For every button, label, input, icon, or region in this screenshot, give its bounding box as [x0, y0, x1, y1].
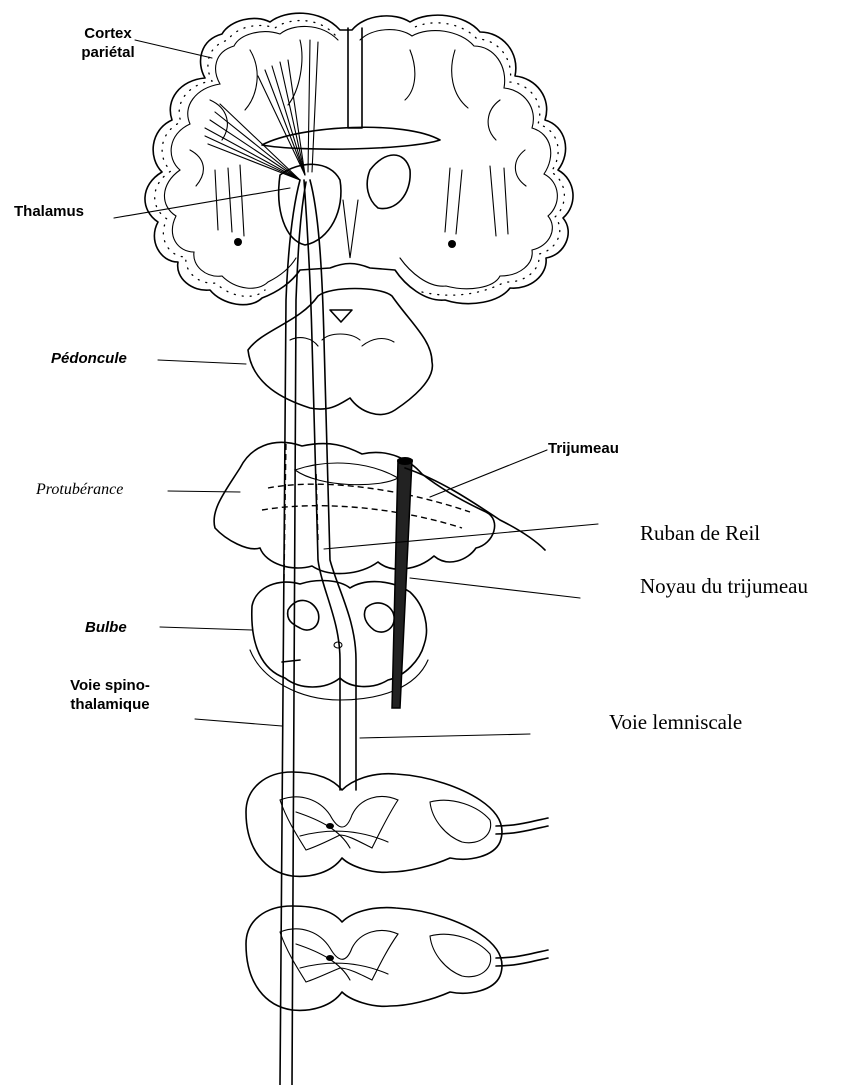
pointer-noyau-trijumeau [410, 578, 580, 598]
trigeminal-nucleus [392, 457, 545, 708]
thalamus-body [279, 164, 341, 245]
thalamocortical-fibres [205, 40, 318, 180]
spinal-lower-ganglion [430, 934, 491, 977]
cerebral-aqueduct [330, 310, 352, 322]
pointer-cortex [135, 40, 212, 58]
cerebral-peduncle-section [248, 289, 432, 415]
pointer-voie-lemniscale [360, 734, 530, 738]
label-noyau-trijumeau: Noyau du trijumeau [640, 574, 808, 598]
spinal-upper-ganglion [430, 800, 491, 843]
label-cortex-line1: Cortex [84, 25, 132, 42]
corpus-callosum [262, 127, 440, 149]
pointer-pedoncule [158, 360, 246, 364]
pons-section [214, 442, 495, 573]
spinal-lower-outline [246, 906, 502, 1010]
label-ruban-de-reil: Ruban de Reil [640, 521, 760, 545]
central-canal [334, 642, 342, 648]
olive-right [364, 603, 394, 632]
spinal-lower-grey [280, 929, 398, 982]
label-voie-spino-line2: thalamique [70, 696, 149, 713]
cortex-inner-line [164, 26, 557, 288]
peduncle-inner [290, 334, 394, 346]
spinal-upper-grey [280, 796, 398, 850]
trigeminal-nucleus-bar [392, 460, 412, 708]
longitudinal-fissure [348, 28, 362, 128]
spinal-upper-root [496, 818, 548, 834]
trigeminal-nucleus-top [397, 457, 413, 465]
pointer-voie-spino [195, 719, 282, 726]
spinal-upper-outline [246, 772, 502, 876]
pyramid-mark [282, 660, 300, 662]
peduncle-outline [248, 289, 432, 415]
label-thalamus: Thalamus [14, 203, 84, 220]
label-voie-lemniscale: Voie lemniscale [609, 710, 742, 734]
spinal-cord-section-lower [246, 906, 548, 1010]
label-protuberance: Protubérance [35, 481, 123, 498]
labels: Cortex pariétal Thalamus Pédoncule Protu… [14, 25, 808, 738]
pons-fibres [262, 484, 470, 528]
pointer-bulbe [160, 627, 252, 630]
label-bulbe: Bulbe [85, 619, 127, 636]
olive-left [288, 600, 319, 630]
label-trijumeau: Trijumeau [548, 440, 619, 457]
caudate-dot-right [448, 240, 456, 248]
pointer-protuberance [168, 491, 240, 492]
spinal-lower-root [496, 950, 548, 966]
pons-inner [295, 463, 398, 485]
lateral-ventricle-right [367, 155, 410, 209]
cortical-sulci [190, 40, 526, 186]
pointer-trijumeau [430, 450, 547, 497]
third-ventricle [343, 200, 358, 258]
pointer-thalamus [114, 188, 290, 218]
pons-outline [214, 442, 495, 573]
caudate-dot-left [234, 238, 242, 246]
spinothalamic-tract [280, 180, 306, 1085]
trigeminal-nerve [405, 468, 545, 550]
internal-capsule-right [445, 166, 508, 236]
spinal-cord-section-upper [246, 772, 548, 876]
label-voie-spino-line1: Voie spino- [70, 677, 150, 694]
label-pedoncule: Pédoncule [51, 350, 127, 367]
label-cortex-line2: pariétal [81, 44, 134, 61]
